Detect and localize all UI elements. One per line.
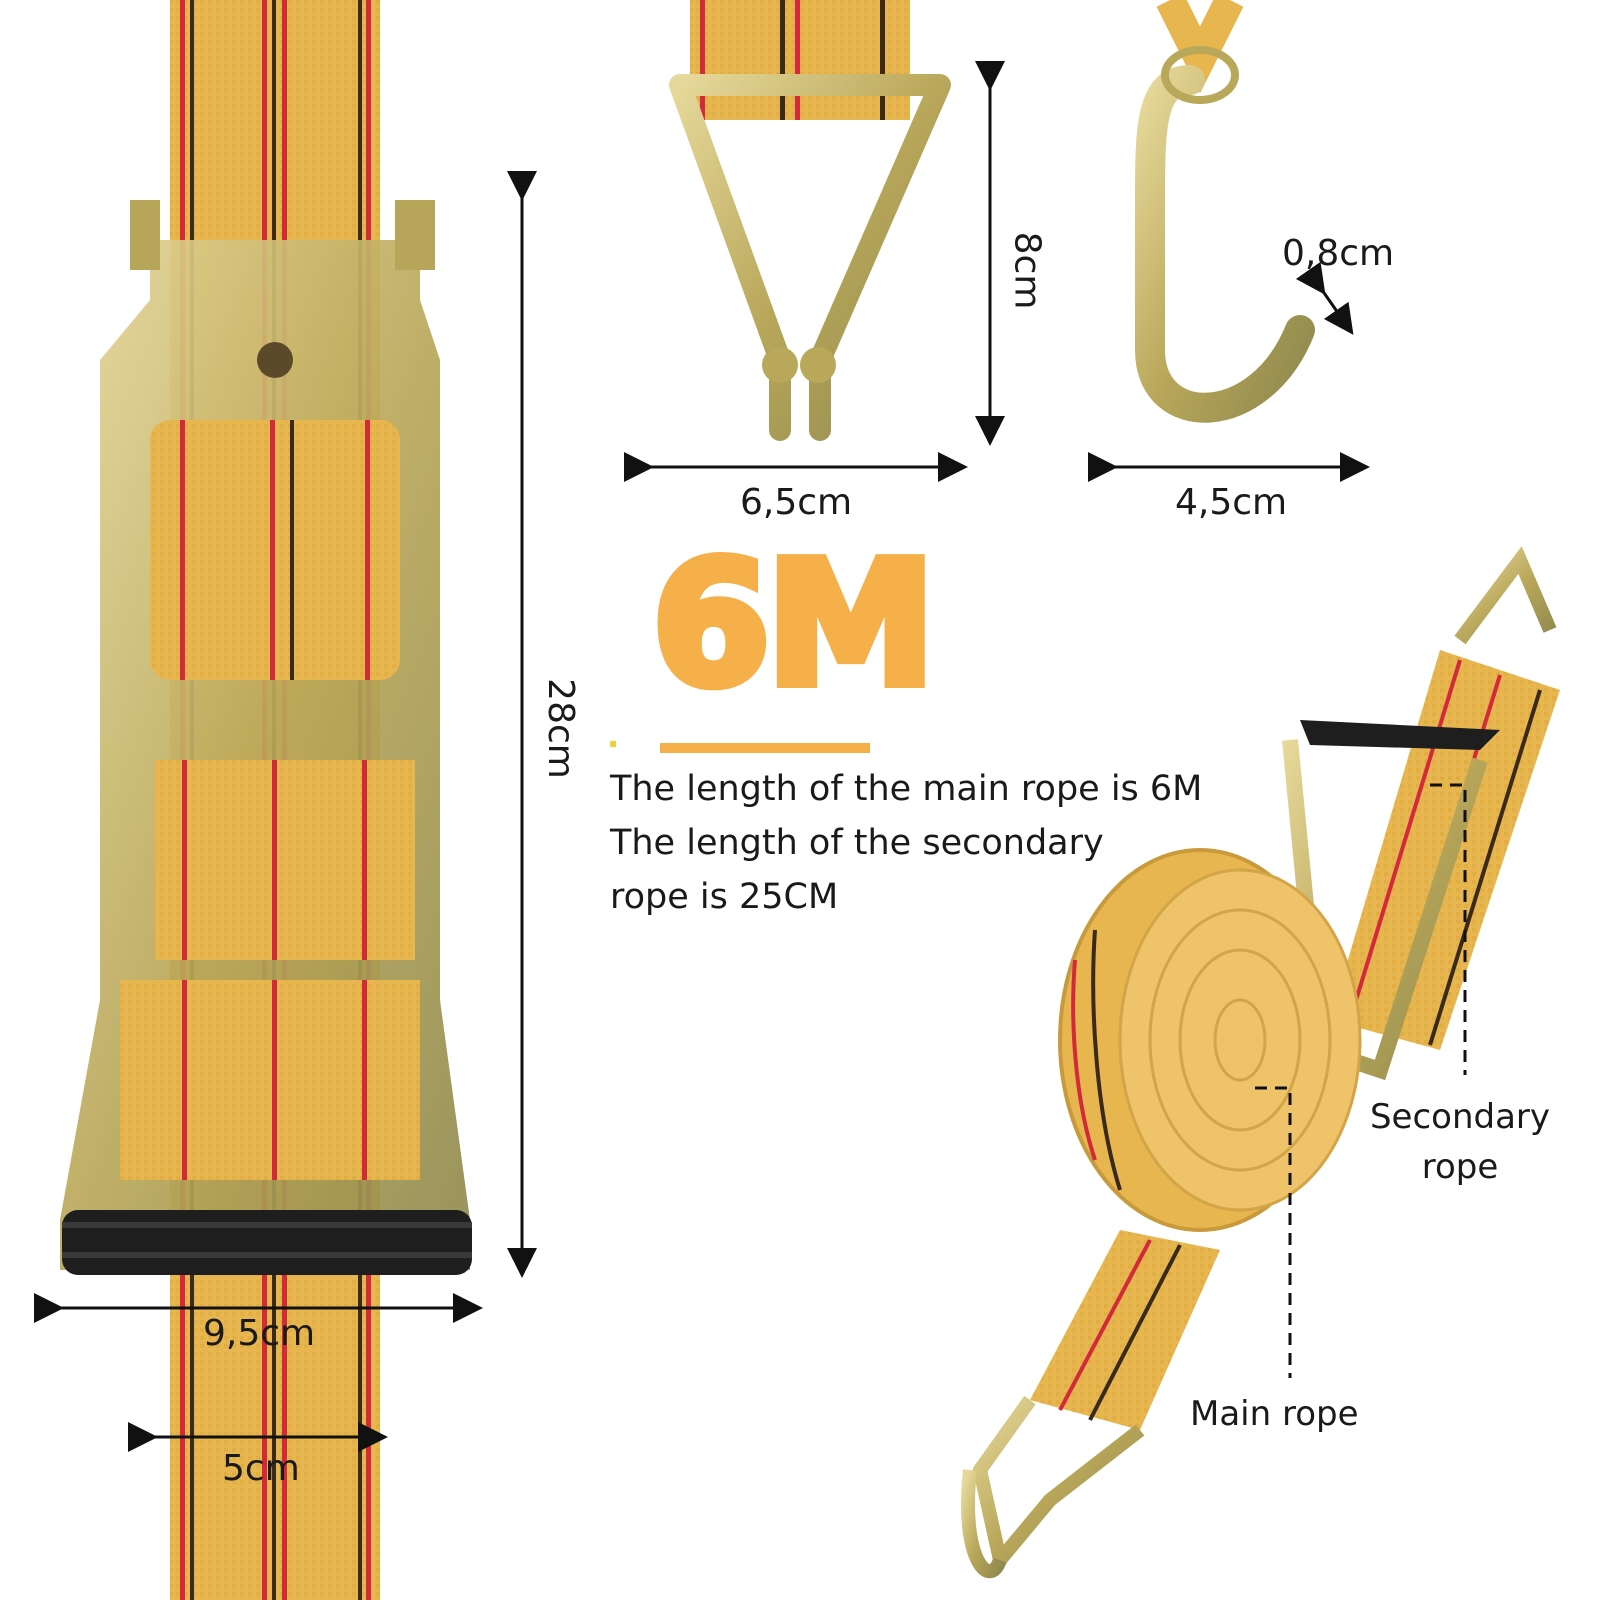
main-rope-leader [1255, 1086, 1292, 1378]
j-hook-thickness-label: 0,8cm [1282, 233, 1395, 274]
headline-6m: 6M [647, 526, 940, 724]
headline-underline [660, 743, 870, 753]
coil-ratchet-handle [1300, 720, 1500, 750]
description-line-2: The length of the secondary [610, 823, 1104, 863]
length-label: 28cm [539, 678, 581, 779]
strap-through-frame [155, 760, 415, 960]
handle-width-label: 9,5cm [203, 1313, 316, 1354]
secondary-rope-leader [1430, 783, 1467, 1075]
secondary-rope-label: Secondary rope [1369, 1097, 1551, 1187]
ratchet-bolt-hole [257, 342, 293, 378]
claw-height-label: 8cm [1006, 231, 1048, 310]
coiled-strap [961, 546, 1560, 1579]
description-line-3: rope is 25CM [610, 877, 839, 917]
rope-length-description: The length of the main rope is 6M The le… [610, 762, 1260, 924]
j-hook-thickness-arrow [1295, 261, 1354, 335]
strap-width-label: 5cm [222, 1448, 300, 1489]
claw-hook [669, 0, 951, 441]
claw-width-label: 6,5cm [740, 482, 853, 523]
description-line-1: The length of the main rope is 6M [610, 769, 1203, 809]
ratchet-handle-grip [62, 1210, 472, 1275]
j-hook [1135, 0, 1315, 423]
j-hook-width-label: 4,5cm [1175, 482, 1288, 523]
main-rope-label: Main rope [1190, 1394, 1359, 1434]
ratchet-strap-left [60, 0, 472, 1600]
